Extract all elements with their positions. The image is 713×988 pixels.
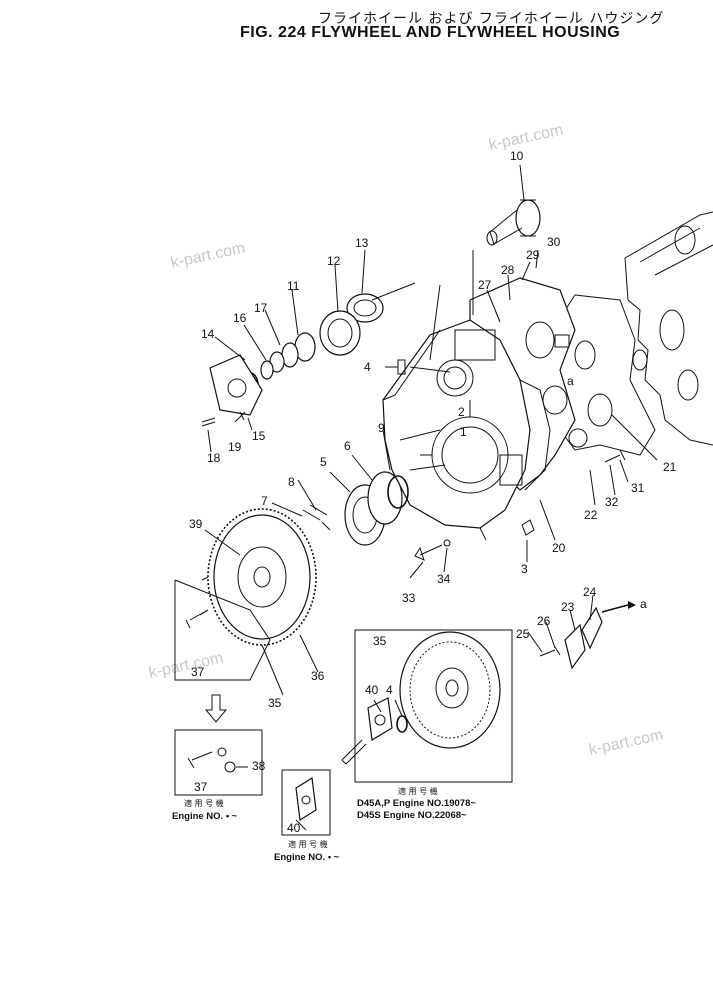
callout-8: 8 [288,475,295,489]
callout-20: 20 [552,541,566,555]
down-arrow-icon [204,694,228,723]
callout-22: 22 [584,508,598,522]
callout-9: 9 [378,421,385,435]
figure-title: FIG. 224 FLYWHEEL AND FLYWHEEL HOUSING [240,24,621,41]
callout-10: 10 [510,149,524,163]
inset-callout-35: 35 [373,634,387,648]
dowel-part-3 [521,519,535,536]
callout-14: 14 [201,327,215,341]
callout-labels: 1 2 3 4 5 6 7 8 9 10 11 12 13 14 15 16 1… [189,149,677,710]
arrow-ref-a: a [567,374,574,388]
inset-bracket-37 [174,579,271,681]
callout-30: 30 [547,235,561,249]
callout-19: 19 [228,440,242,454]
bolt-part-31 [604,449,626,463]
callout-25: 25 [516,627,530,641]
callout-35: 35 [268,696,282,710]
washer-part-34 [443,539,451,547]
callout-37: 37 [191,665,205,679]
callout-23: 23 [561,600,575,614]
callout-2: 2 [458,405,465,419]
rear-seal-parts [302,471,409,546]
inset-note-japanese: 適 用 号 機 [184,798,224,808]
callout-3: 3 [521,562,528,576]
bracket-parts [539,601,636,670]
callout-39: 39 [189,517,203,531]
inset-callout-40: 40 [287,821,301,835]
callout-6: 6 [344,439,351,453]
watermark: k-part.com [169,240,246,272]
callout-18: 18 [207,451,221,465]
callout-33: 33 [402,591,416,605]
watermark: k-part.com [587,727,664,759]
gear-part-10 [486,199,541,246]
watermark: k-part.com [487,122,564,154]
callout-29: 29 [526,248,540,262]
inset-alternate-flywheel: 35 40 4 適 用 号 機 D45A,P Engine NO.19078~ … [341,629,513,821]
flywheel-housing-part-1 [382,319,551,529]
callout-24: 24 [583,585,597,599]
inset-note-line-1: D45A,P Engine NO.19078~ [357,798,476,809]
arrow-ref-a: a [640,597,647,611]
callout-13: 13 [355,236,369,250]
inset-note-japanese: 適 用 号 機 [398,786,438,796]
callout-32: 32 [605,495,619,509]
bolt-part-33 [414,544,443,561]
flywheel-part-36 [199,508,317,646]
callout-28: 28 [501,263,515,277]
inset-callout-37: 37 [194,780,208,794]
callout-16: 16 [233,311,247,325]
inset-note: Engine NO. • ~ [172,811,238,822]
callout-4: 4 [364,360,371,374]
inset-note-japanese: 適 用 号 機 [288,839,328,849]
watermark: k-part.com [147,650,224,682]
bolt-part-37 [185,609,209,629]
figure-title-japanese: フライホイール および フライホイール ハウジング [318,11,665,27]
callout-26: 26 [537,614,551,628]
inset-plate-40: 40 適 用 号 機 Engine NO. • ~ [274,769,340,863]
inset-callout-4: 4 [386,683,393,697]
seal-assembly-parts [201,293,384,427]
inset-bolt-37: 37 38 適 用 号 機 Engine NO. • ~ [172,729,266,822]
leader-lines [204,164,658,696]
plug-part-4 [385,359,406,375]
callout-5: 5 [320,455,327,469]
callout-7: 7 [261,494,268,508]
callout-21: 21 [663,460,677,474]
callout-1: 1 [460,425,467,439]
callout-27: 27 [478,278,492,292]
inset-note: Engine NO. • ~ [274,852,340,863]
callout-15: 15 [252,429,266,443]
callout-34: 34 [437,572,451,586]
inset-note-line-2: D45S Engine NO.22068~ [357,810,467,821]
callout-12: 12 [327,254,341,268]
callout-17: 17 [254,301,268,315]
callout-11: 11 [287,279,300,293]
engine-block-outline [624,211,713,446]
callout-31: 31 [631,481,645,495]
inset-callout-40: 40 [365,683,379,697]
callout-36: 36 [311,669,325,683]
inset-callout-38: 38 [252,759,266,773]
